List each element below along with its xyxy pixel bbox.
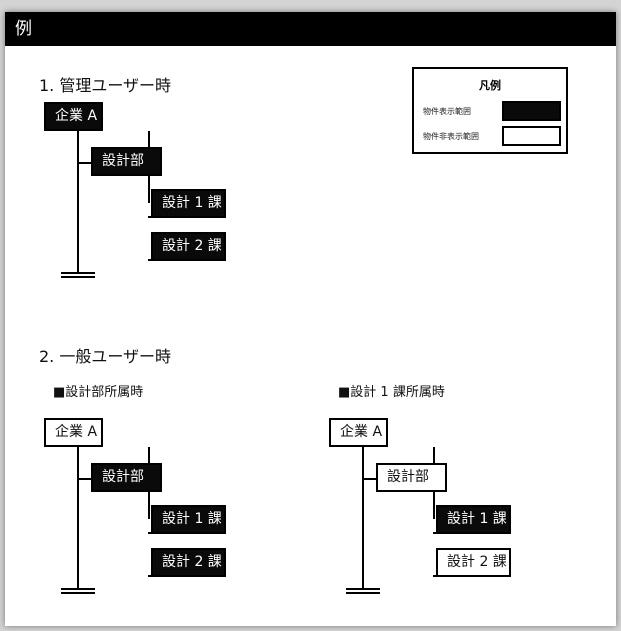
tree-caption: ■設計部所属時 — [53, 385, 144, 400]
node-section-2: 設計 2 課 — [436, 548, 511, 577]
connector-line — [61, 272, 95, 274]
connector-line — [362, 478, 382, 480]
node-section-2: 設計 2 課 — [151, 232, 226, 261]
legend-title: 凡例 — [479, 79, 501, 92]
legend-label-visible: 物件表示範囲 — [423, 107, 471, 116]
connector-line — [61, 588, 95, 590]
node-company: 企業 A — [44, 102, 103, 131]
example-panel: 例 1. 管理ユーザー時 凡例 物件表示範囲 物件非表示範囲 2. 一般ユーザー… — [5, 12, 616, 626]
legend-swatch-hidden — [502, 126, 561, 146]
node-section-2: 設計 2 課 — [151, 548, 226, 577]
legend-swatch-visible — [502, 101, 561, 121]
connector-line — [77, 162, 97, 164]
legend: 凡例 物件表示範囲 物件非表示範囲 — [412, 67, 568, 154]
node-section-1: 設計 1 課 — [436, 505, 511, 534]
node-department: 設計部 — [91, 463, 162, 492]
node-department: 設計部 — [91, 147, 162, 176]
node-section-1: 設計 1 課 — [151, 505, 226, 534]
section-2-title: 2. 一般ユーザー時 — [39, 347, 172, 366]
connector-line — [77, 478, 97, 480]
connector-line — [362, 447, 364, 589]
header-title: 例 — [5, 12, 616, 46]
node-company: 企業 A — [44, 418, 103, 447]
legend-label-hidden: 物件非表示範囲 — [423, 132, 479, 141]
connector-line — [61, 276, 95, 278]
connector-line — [346, 592, 380, 594]
tree-caption: ■設計 1 課所属時 — [338, 385, 445, 400]
connector-line — [77, 447, 79, 589]
node-company: 企業 A — [329, 418, 388, 447]
section-1-title: 1. 管理ユーザー時 — [39, 76, 172, 95]
connector-line — [61, 592, 95, 594]
node-section-1: 設計 1 課 — [151, 189, 226, 218]
connector-line — [346, 588, 380, 590]
connector-line — [77, 131, 79, 273]
node-department: 設計部 — [376, 463, 447, 492]
